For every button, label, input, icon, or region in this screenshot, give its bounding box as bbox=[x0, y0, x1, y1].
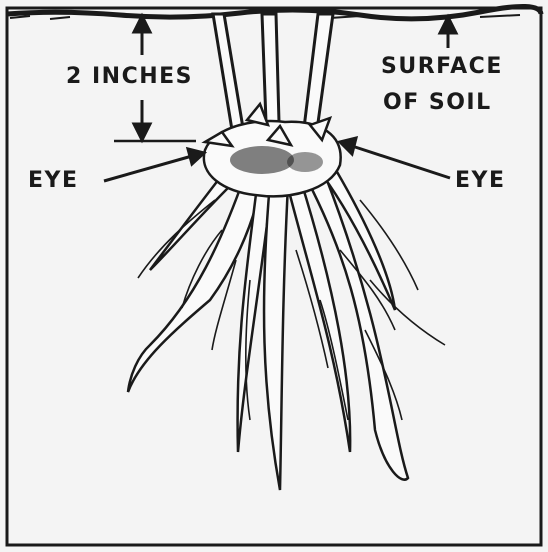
surface-arrow bbox=[440, 17, 456, 48]
plant-stems bbox=[213, 14, 333, 130]
eye-label-right: EYE bbox=[455, 170, 506, 192]
eye-label-left: EYE bbox=[28, 170, 79, 192]
roots bbox=[128, 160, 408, 490]
surface-label-line2: OF SOIL bbox=[383, 92, 492, 114]
eye-arrow-right bbox=[340, 138, 450, 178]
surface-label-line1: SURFACE bbox=[381, 56, 503, 78]
eye-arrow-left bbox=[104, 149, 204, 181]
depth-label: 2 INCHES bbox=[66, 66, 193, 88]
